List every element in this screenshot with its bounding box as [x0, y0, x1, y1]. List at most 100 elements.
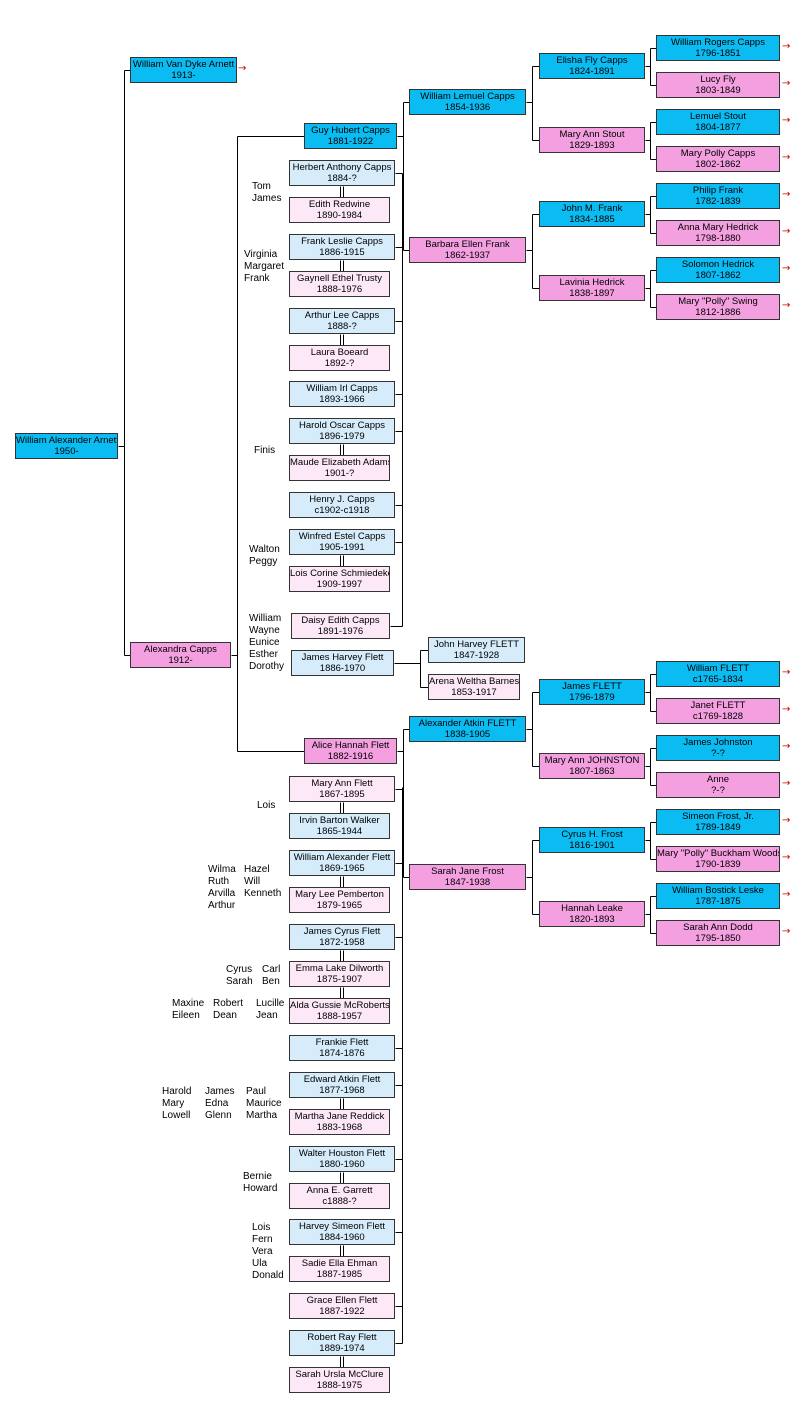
more-ancestors-arrow-icon[interactable]: → — [782, 778, 791, 789]
person-name: William Bostick Leske — [672, 885, 764, 896]
person-name: Sarah Jane Frost — [431, 866, 504, 877]
person-name: Lucy Fly — [700, 74, 736, 85]
person-box-simeon[interactable]: Simeon Frost, Jr.1789-1849 — [656, 809, 780, 835]
more-ancestors-arrow-icon[interactable]: → — [782, 889, 791, 900]
more-ancestors-arrow-icon[interactable]: → — [782, 115, 791, 126]
more-ancestors-arrow-icon[interactable]: → — [782, 263, 791, 274]
person-dates: 1883-1968 — [316, 1122, 363, 1133]
person-name: Solomon Hedrick — [681, 259, 755, 270]
children-names-label: Finis — [254, 445, 276, 456]
more-ancestors-arrow-icon[interactable]: → — [782, 300, 791, 311]
more-ancestors-arrow-icon[interactable]: → — [782, 704, 791, 715]
person-dates: 1854-1936 — [444, 102, 491, 113]
more-ancestors-arrow-icon[interactable]: → — [782, 926, 791, 937]
more-ancestors-arrow-icon[interactable]: → — [782, 741, 791, 752]
more-ancestors-arrow-icon[interactable]: → — [782, 667, 791, 678]
person-dates: c1888-? — [322, 1196, 357, 1207]
person-name: Simeon Frost, Jr. — [682, 811, 754, 822]
person-name: Mary Ann Stout — [559, 129, 625, 140]
person-name: Walter Houston Flett — [298, 1148, 386, 1159]
person-name: Martha Jane Reddick — [294, 1111, 385, 1122]
more-ancestors-arrow-icon[interactable]: → — [782, 189, 791, 200]
more-ancestors-arrow-icon[interactable]: → — [782, 226, 791, 237]
person-box-james-johnston[interactable]: James Johnston?-? — [656, 735, 780, 761]
more-ancestors-arrow-icon[interactable]: → — [782, 852, 791, 863]
person-dates: 1838-1905 — [444, 729, 491, 740]
more-ancestors-arrow-icon[interactable]: → — [238, 63, 247, 74]
person-name: Laura Boeard — [310, 347, 369, 358]
more-ancestors-arrow-icon[interactable]: → — [782, 815, 791, 826]
person-dates: 1824-1891 — [569, 66, 615, 77]
person-box-anne[interactable]: Anne?-? — [656, 772, 780, 798]
more-ancestors-arrow-icon[interactable]: → — [782, 152, 791, 163]
more-ancestors-arrow-icon[interactable]: → — [782, 78, 791, 89]
more-ancestors-arrow-icon[interactable]: → — [782, 41, 791, 52]
person-name: Frankie Flett — [315, 1037, 369, 1048]
